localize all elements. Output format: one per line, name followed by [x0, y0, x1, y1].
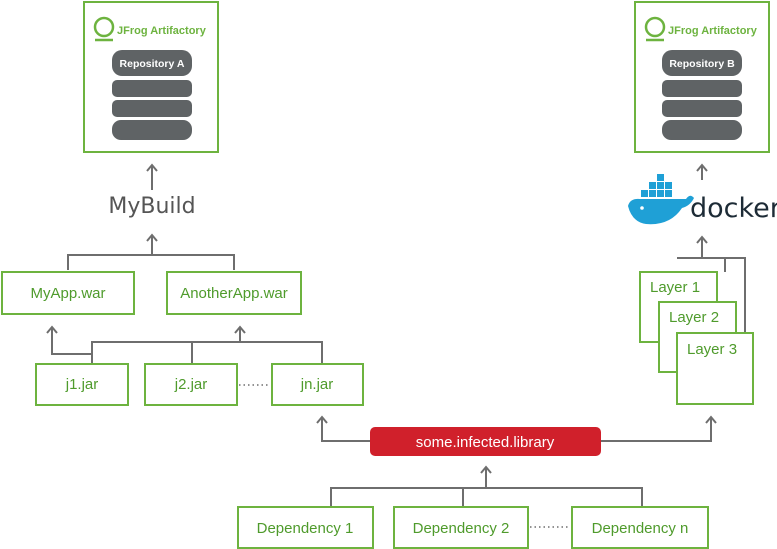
docker-whale-icon	[628, 174, 694, 225]
repository-label: Repository A	[120, 58, 185, 70]
apps-bracket	[67, 254, 235, 270]
app-label: MyApp.war	[30, 285, 105, 302]
app-box-myapp[interactable]: MyApp.war	[1, 271, 135, 315]
jar-box-j2[interactable]: j2.jar	[144, 363, 238, 406]
app-label: AnotherApp.war	[180, 285, 288, 302]
brand-label: JFrog Artifactory	[117, 25, 207, 37]
dependency-label: Dependency 1	[257, 520, 354, 537]
repository-b-box[interactable]: JFrog Artifactory Repository B	[634, 1, 770, 153]
layers-back-bracket	[677, 257, 746, 340]
repository-label: Repository B	[669, 58, 735, 70]
app-box-anotherapp[interactable]: AnotherApp.war	[166, 271, 302, 315]
jfrog-logo-icon	[644, 16, 666, 42]
layer-label: Layer 3	[687, 341, 737, 358]
dependency-label: Dependency 2	[413, 520, 510, 537]
layer-box-3[interactable]: Layer 3	[676, 332, 754, 405]
brand-label: JFrog Artifactory	[668, 25, 758, 37]
dependency-box-2[interactable]: Dependency 2	[393, 506, 529, 549]
jar-label: jn.jar	[300, 376, 334, 393]
dependency-label: Dependency n	[592, 520, 689, 537]
layer-label: Layer 1	[650, 279, 700, 296]
dependencies-bracket	[330, 487, 643, 508]
repository-a-box[interactable]: JFrog Artifactory Repository A	[83, 1, 219, 153]
layer-label: Layer 2	[669, 309, 719, 326]
infected-library-badge[interactable]: some.infected.library	[370, 427, 601, 456]
jar-label: j2.jar	[174, 376, 208, 393]
jfrog-logo-icon	[93, 16, 115, 42]
jar-box-j1[interactable]: j1.jar	[35, 363, 129, 406]
arrow-library-to-jn	[316, 415, 370, 442]
library-label: some.infected.library	[416, 434, 555, 451]
database-icon	[662, 50, 742, 140]
arrow-library-to-layer3	[601, 415, 717, 442]
jars-bracket	[91, 341, 323, 366]
database-icon	[112, 50, 192, 140]
build-label: MyBuild	[108, 194, 195, 219]
docker-label: docker	[690, 193, 777, 224]
dependency-box-n[interactable]: Dependency n	[571, 506, 709, 549]
arrow-jars-to-myapp	[46, 325, 92, 355]
dependency-box-1[interactable]: Dependency 1	[237, 506, 374, 549]
docker-logo: docker	[628, 174, 777, 225]
jar-label: j1.jar	[65, 376, 99, 393]
jar-box-jn[interactable]: jn.jar	[271, 363, 364, 406]
